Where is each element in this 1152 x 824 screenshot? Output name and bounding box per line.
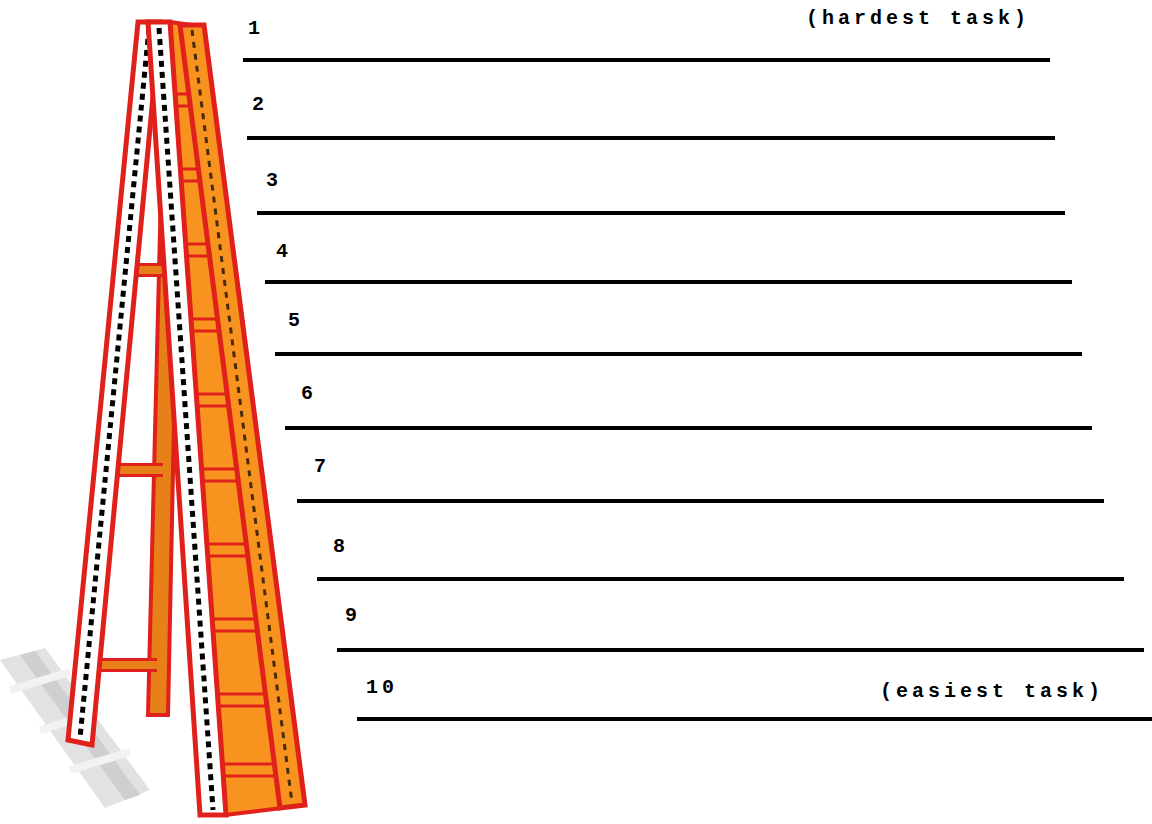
answer-lines [243,60,1152,719]
line-number: 5 [288,310,304,332]
line-number: 6 [301,383,317,405]
line-number: 7 [314,456,330,478]
line-number: 4 [276,241,292,263]
scale-note: (easiest task) [880,681,1104,703]
line-number: 10 [366,677,398,699]
front-ladder [148,22,305,815]
line-number: 2 [252,94,268,116]
line-number: 8 [333,536,349,558]
line-number: 9 [345,605,361,627]
line-number: 1 [248,18,264,40]
scale-note: (hardest task) [806,8,1030,30]
line-number: 3 [266,170,282,192]
